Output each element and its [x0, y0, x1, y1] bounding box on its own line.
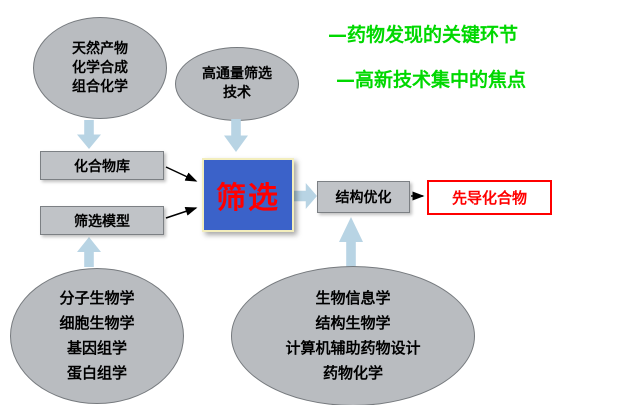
ellipse-text-line: 细胞生物学	[59, 314, 135, 332]
screening-box: 筛选	[202, 158, 294, 232]
ellipse-text-line: 分子生物学	[59, 289, 135, 307]
ellipse-text-line: 药物化学	[322, 364, 383, 382]
hts-technology-ellipse: 高通量筛选 技术	[175, 47, 299, 121]
biology-ellipse: 分子生物学 细胞生物学 基因组学 蛋白组学	[10, 268, 184, 404]
natural-products-ellipse: 天然产物 化学合成 组合化学	[33, 17, 167, 119]
structure-optimization-label: 结构优化	[335, 190, 392, 206]
ellipse-text-line: 高通量筛选	[202, 66, 272, 82]
screening-label: 筛选	[216, 181, 280, 216]
ellipse-text-line: 蛋白组学	[66, 364, 127, 382]
ellipse-text-line: 组合化学	[72, 78, 128, 95]
lead-compound-box: 先导化合物	[427, 180, 552, 215]
ellipse-text-line: 生物信息学	[315, 289, 391, 307]
informatics-ellipse: 生物信息学 结构生物学 计算机辅助药物设计 药物化学	[231, 266, 475, 405]
down-arrow-icon	[224, 119, 248, 152]
ellipse-text-line: 天然产物	[72, 40, 128, 57]
screening-model-box: 筛选模型	[40, 206, 164, 235]
ellipse-text-line: 结构生物学	[315, 314, 391, 332]
down-arrow-icon	[77, 120, 101, 149]
up-arrow-icon	[339, 217, 363, 267]
ellipse-text-line: 计算机辅助药物设计	[285, 339, 421, 357]
ellipse-text-line: 技术	[223, 85, 251, 101]
compound-library-label: 化合物库	[74, 158, 130, 175]
lead-compound-label: 先导化合物	[451, 189, 527, 207]
headline-line-2: —高新技术集中的焦点	[336, 69, 527, 91]
ellipse-text-line: 基因组学	[66, 339, 127, 357]
up-arrow-icon	[77, 237, 101, 267]
screening-model-label: 筛选模型	[74, 213, 130, 230]
compound-library-box: 化合物库	[40, 151, 164, 180]
headline-line-1: —药物发现的关键环节	[328, 24, 519, 46]
structure-optimization-box: 结构优化	[317, 181, 410, 213]
ellipse-text-line: 化学合成	[72, 59, 128, 76]
right-arrow-icon	[292, 183, 317, 209]
